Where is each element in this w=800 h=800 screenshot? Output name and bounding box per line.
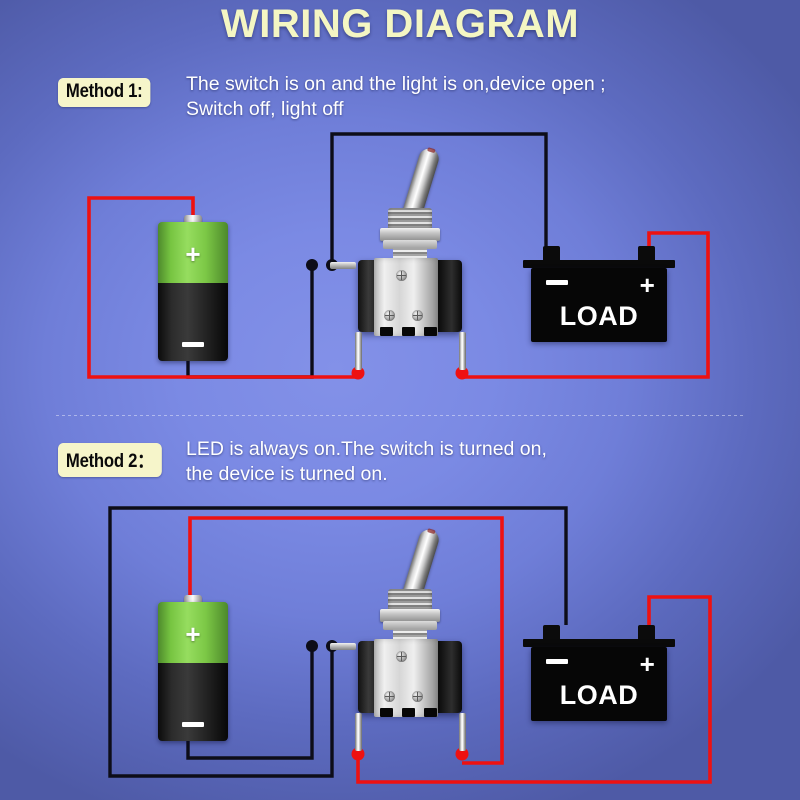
battery-terminal-nub: [184, 595, 202, 604]
switch-face-plate: [374, 258, 438, 336]
switch-terminal-bottom-left[interactable]: [355, 332, 362, 370]
switch-screw-top: [396, 270, 407, 281]
wire-red-battery-positive: [87, 196, 358, 379]
battery-plus-label: +: [185, 239, 201, 270]
load-minus-label: [545, 658, 568, 664]
switch-terminal-side[interactable]: [330, 643, 356, 650]
load-terminal-negative[interactable]: [543, 246, 560, 262]
switch-terminal-bottom-right[interactable]: [459, 713, 466, 751]
junction-dot-red-right-2: [455, 747, 469, 761]
switch-terminal-side[interactable]: [330, 262, 356, 269]
method-1-badge: Method 1:: [58, 78, 151, 107]
junction-dot-red-left-2: [351, 747, 365, 761]
wire-black-outer-loop: [108, 506, 568, 778]
switch-notch-right: [424, 327, 437, 336]
battery-method-2: +: [158, 595, 228, 741]
junction-dot-black-a-2: [306, 640, 318, 652]
wire-black-battery-negative-2: [186, 647, 314, 760]
junction-dot-black-a: [306, 259, 318, 271]
battery-plus-label: +: [185, 619, 201, 650]
method-2-description: LED is always on.The switch is turned on…: [186, 438, 547, 485]
switch-screw-top: [396, 651, 407, 662]
switch-screw-right: [412, 310, 423, 321]
switch-terminal-bottom-left[interactable]: [355, 713, 362, 751]
load-terminal-positive[interactable]: [638, 625, 655, 641]
load-body: + LOAD: [531, 647, 667, 721]
switch-hex-nut: [380, 609, 440, 622]
switch-screw-left: [384, 691, 395, 702]
load-plus-label: +: [639, 649, 655, 680]
switch-screw-left: [384, 310, 395, 321]
load-terminal-positive[interactable]: [638, 246, 655, 262]
battery-minus-label: [182, 722, 204, 728]
load-text: LOAD: [559, 679, 639, 710]
toggle-switch-method-1[interactable]: [330, 146, 470, 370]
load-minus-label: [545, 279, 568, 285]
switch-notch-right: [424, 708, 437, 717]
switch-washer: [383, 621, 437, 630]
page-title: WIRING DIAGRAM: [220, 2, 580, 46]
load-method-1: + LOAD: [523, 246, 675, 342]
switch-hex-nut: [380, 228, 440, 241]
load-body: + LOAD: [531, 268, 667, 342]
load-text: LOAD: [559, 300, 639, 331]
load-top-bar: [523, 639, 675, 647]
load-top-bar: [523, 260, 675, 268]
battery-negative-half: [158, 663, 228, 741]
battery-body: +: [158, 602, 228, 741]
battery-minus-label: [182, 342, 204, 348]
switch-face-plate: [374, 639, 438, 717]
wire-red-load-positive: [462, 231, 710, 379]
switch-notch-left: [380, 708, 393, 717]
wire-red-load-positive-2: [356, 595, 712, 784]
junction-dot-red-left: [351, 366, 365, 380]
battery-body: +: [158, 222, 228, 361]
switch-washer: [383, 240, 437, 249]
switch-lever-tip: [426, 528, 436, 535]
load-terminal-negative[interactable]: [543, 625, 560, 641]
wire-red-battery-positive-2: [188, 516, 504, 765]
battery-positive-half: [158, 602, 228, 664]
switch-notch-mid: [402, 708, 415, 717]
switch-screw-right: [412, 691, 423, 702]
battery-method-1: +: [158, 215, 228, 361]
method-2-badge: Method 2：: [58, 443, 162, 477]
switch-notch-left: [380, 327, 393, 336]
switch-notch-mid: [402, 327, 415, 336]
junction-dot-red-right: [455, 366, 469, 380]
switch-terminal-bottom-right[interactable]: [459, 332, 466, 370]
method-1-description: The switch is on and the light is on,dev…: [186, 73, 606, 120]
battery-negative-half: [158, 283, 228, 361]
section-divider: [56, 415, 746, 416]
battery-positive-half: [158, 222, 228, 284]
toggle-switch-method-2[interactable]: [330, 527, 470, 751]
load-plus-label: +: [639, 270, 655, 301]
battery-terminal-nub: [184, 215, 202, 224]
load-method-2: + LOAD: [523, 625, 675, 721]
wire-black-switch-to-load: [330, 132, 548, 265]
